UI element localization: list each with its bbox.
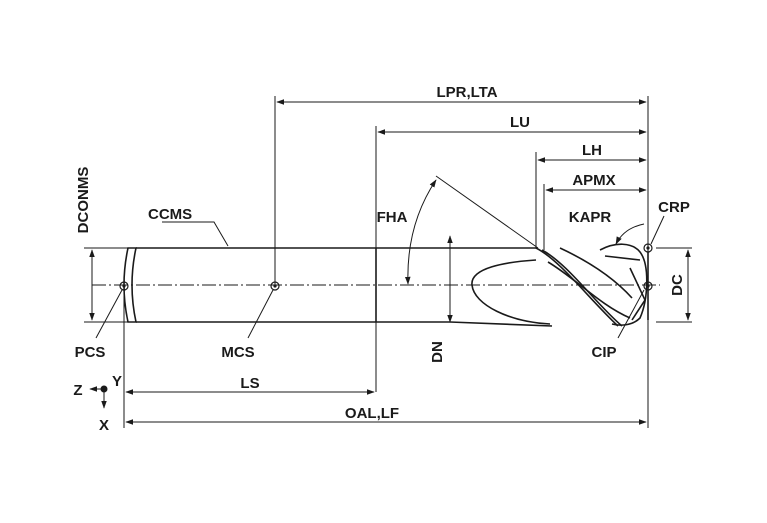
label-ls: LS xyxy=(240,375,259,392)
dimension-lines xyxy=(89,99,691,425)
cip-leader xyxy=(617,289,645,339)
label-axis-y: Y xyxy=(112,373,122,390)
label-fha: FHA xyxy=(377,209,408,226)
label-dn: DN xyxy=(429,341,446,363)
crp-leader xyxy=(650,215,665,245)
label-lpr-lta: LPR,LTA xyxy=(436,84,497,101)
flute-bottom-edge xyxy=(449,321,553,327)
mcs-leader xyxy=(247,289,274,339)
label-oal-lf: OAL,LF xyxy=(345,405,399,422)
cutting-tip-outline xyxy=(599,243,648,326)
label-mcs: MCS xyxy=(221,344,254,361)
label-lu: LU xyxy=(510,114,530,131)
fha-angle-arc xyxy=(404,179,437,285)
label-dconms: DCONMS xyxy=(75,167,92,234)
pcs-leader xyxy=(95,289,123,339)
helix-stroke-2 xyxy=(541,249,623,327)
label-cip: CIP xyxy=(591,344,616,361)
label-ccms: CCMS xyxy=(148,206,192,223)
label-dc: DC xyxy=(669,274,686,296)
label-axis-x: X xyxy=(99,417,109,434)
label-pcs: PCS xyxy=(75,344,106,361)
extension-lines xyxy=(84,96,692,428)
tip-face-lower xyxy=(629,267,646,321)
helix-stroke-1 xyxy=(535,247,619,327)
helix-reference-line xyxy=(435,175,539,249)
label-crp: CRP xyxy=(658,199,690,216)
kapr-angle-arc xyxy=(615,223,645,245)
leader-lines xyxy=(95,215,665,339)
helix-stroke-4 xyxy=(559,247,633,299)
helix-stroke-3 xyxy=(547,261,631,319)
tip-face-upper xyxy=(604,255,641,261)
flute-lens xyxy=(471,259,551,325)
reference-points xyxy=(119,243,653,291)
label-kapr: KAPR xyxy=(569,209,612,226)
ccms-leader xyxy=(162,221,229,247)
label-axis-z: Z xyxy=(73,382,82,399)
label-lh: LH xyxy=(582,142,602,159)
label-apmx: APMX xyxy=(572,172,615,189)
coordinate-axes-icon xyxy=(89,385,108,409)
